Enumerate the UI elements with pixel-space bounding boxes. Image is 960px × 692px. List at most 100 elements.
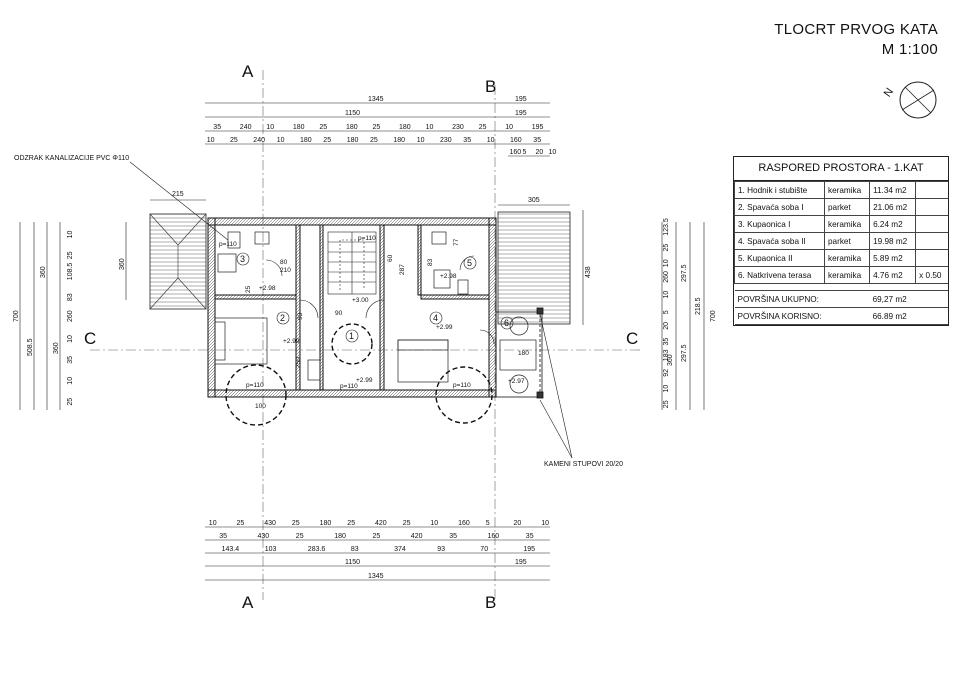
dim-left-c: 360 [53,342,60,354]
roof-width: 215 [172,191,184,198]
title-line1: TLOCRT PRVOG KATA [774,21,938,38]
dim-250: 250 [295,357,302,368]
section-c-right: C [626,329,638,348]
dim-90: 90 [335,310,343,317]
pipe-2: p=110 [358,235,376,242]
section-a-top: A [242,62,254,81]
dim-label: 5 [663,310,670,314]
dim-label: 10 [277,137,285,144]
dim-left-total: 700 [13,310,20,322]
north-label: N [882,86,896,99]
dim-210: 210 [280,267,291,274]
pipe-4: p=110 [340,383,358,390]
staircase [327,231,377,295]
level-bath2: +2.98 [440,273,457,280]
dim-label: 230 [452,124,464,131]
dim-label: 180 [300,137,312,144]
dim-label: 25 [373,533,381,540]
dim-bottom-total: 1345 [368,573,384,580]
dim-label: 420 [411,533,423,540]
dim-60: 60 [387,254,394,262]
level-bedroom2: +2.99 [436,324,453,331]
level-bath1: +2.98 [259,285,276,292]
dim-label: 10 [67,377,74,385]
dim-right-total: 700 [710,310,717,322]
north-arrow: N [882,81,937,119]
plan-labels: +3.00 +2.99 +2.99 +2.99 +2.98 +2.98 +2.9… [219,235,529,410]
dim-top-total: 1345 [368,96,384,103]
level-stair: +3.00 [352,297,369,304]
dim-top-ext: 195 [515,96,527,103]
columns-note: KAMENI STUPOVI 20/20 [544,461,623,468]
schedule-total: POVRŠINA UKUPNO:69,27 m2 [734,290,948,308]
shower-2 [433,269,451,289]
dim-label: 180 [334,533,346,540]
dim-label: 143.4 [222,546,240,553]
level-bedroom1: +2.99 [283,338,300,345]
dim-label: 10 [430,520,438,527]
dim-label: 240 [253,137,265,144]
dim-label: 230 [440,137,452,144]
dim-label: 25 [237,520,245,527]
room-1: 1 [349,331,354,341]
shower-1 [217,253,237,273]
terrace-roof: 305 [497,197,571,325]
left-roof: 215 [149,191,207,310]
window-marks [225,323,493,426]
section-b-top: B [485,77,496,96]
dim-label: 180 [393,137,405,144]
dim-top-ext2: 195 [515,110,527,117]
dim-label: 10 [67,231,74,239]
terrace-width: 305 [528,197,540,204]
dim-label: 183 [663,349,670,361]
wardrobe [307,359,321,381]
dim-right-b: 297.5 [681,264,688,282]
dim-label: 35 [213,124,221,131]
dim-label: 10 [266,124,274,131]
stone-column-2 [536,391,544,399]
dim-label: 25 [663,400,670,408]
dim-label: 10 [663,385,670,393]
dim-label: 260 [663,271,670,283]
room-schedule: RASPORED PROSTORA - 1.KAT 1. Hodnik i st… [733,156,949,326]
dim-label: 20 [663,322,670,330]
dim-label: 195 [523,546,535,553]
level-terrace: +2.97 [508,378,525,385]
dim-label: 25 [347,520,355,527]
dim-label: 180 [320,520,332,527]
stone-column-1 [536,307,544,315]
dim-left-a: 508.5 [27,338,34,356]
dim-label: 10 [663,291,670,299]
toilet-2 [457,279,469,295]
dim-label: 374 [394,546,406,553]
schedule-usable: POVRŠINA KORISNO:66.89 m2 [734,307,948,325]
dim-label: 25 [403,520,411,527]
dim-label: 195 [532,124,544,131]
dim-top-main: 1150 [345,110,360,117]
doors [265,255,495,345]
dim-label: 430 [264,520,276,527]
dim-label: 25 [479,124,487,131]
dim-label: 5 [523,149,527,156]
dim-right-d: 360 [667,354,674,366]
dim-93: 93 [297,312,304,320]
dim-label: 160 [458,520,470,527]
bed-1 [214,317,268,365]
dim-label: 10 [549,149,557,156]
section-a-bottom: A [242,593,254,612]
dim-287: 287 [399,264,406,275]
dim-83: 83 [427,258,434,266]
sink-2 [431,231,447,245]
dim-label: 35 [463,137,471,144]
